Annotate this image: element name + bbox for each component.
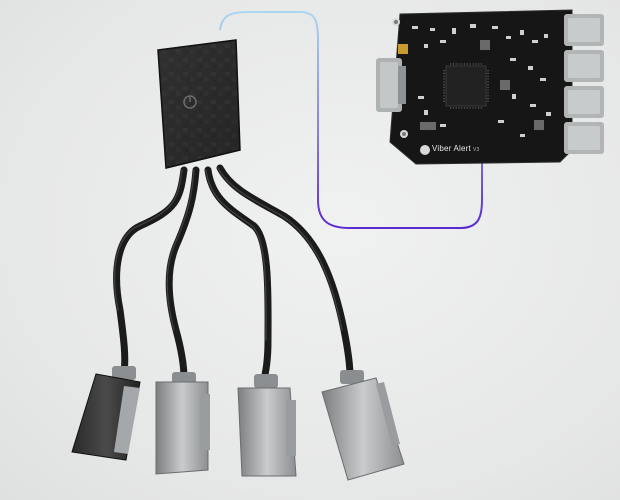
data-cable xyxy=(219,11,483,229)
connector-4 xyxy=(321,370,405,481)
connector-2 xyxy=(155,372,210,475)
board-brand-text: Viber Alert xyxy=(432,144,471,153)
capacitor xyxy=(398,44,408,54)
hub-module xyxy=(157,39,241,169)
board-power-connector xyxy=(376,58,406,112)
harness-cables xyxy=(113,164,354,384)
connector-3 xyxy=(237,374,297,477)
board-output-connectors xyxy=(564,14,604,154)
hub-logo-icon xyxy=(183,95,197,109)
microcontroller-chip xyxy=(445,65,487,107)
connector-1 xyxy=(71,366,141,461)
board-logo-icon xyxy=(420,145,430,155)
controller-board xyxy=(389,9,573,165)
board-version-text: V3 xyxy=(472,147,480,153)
